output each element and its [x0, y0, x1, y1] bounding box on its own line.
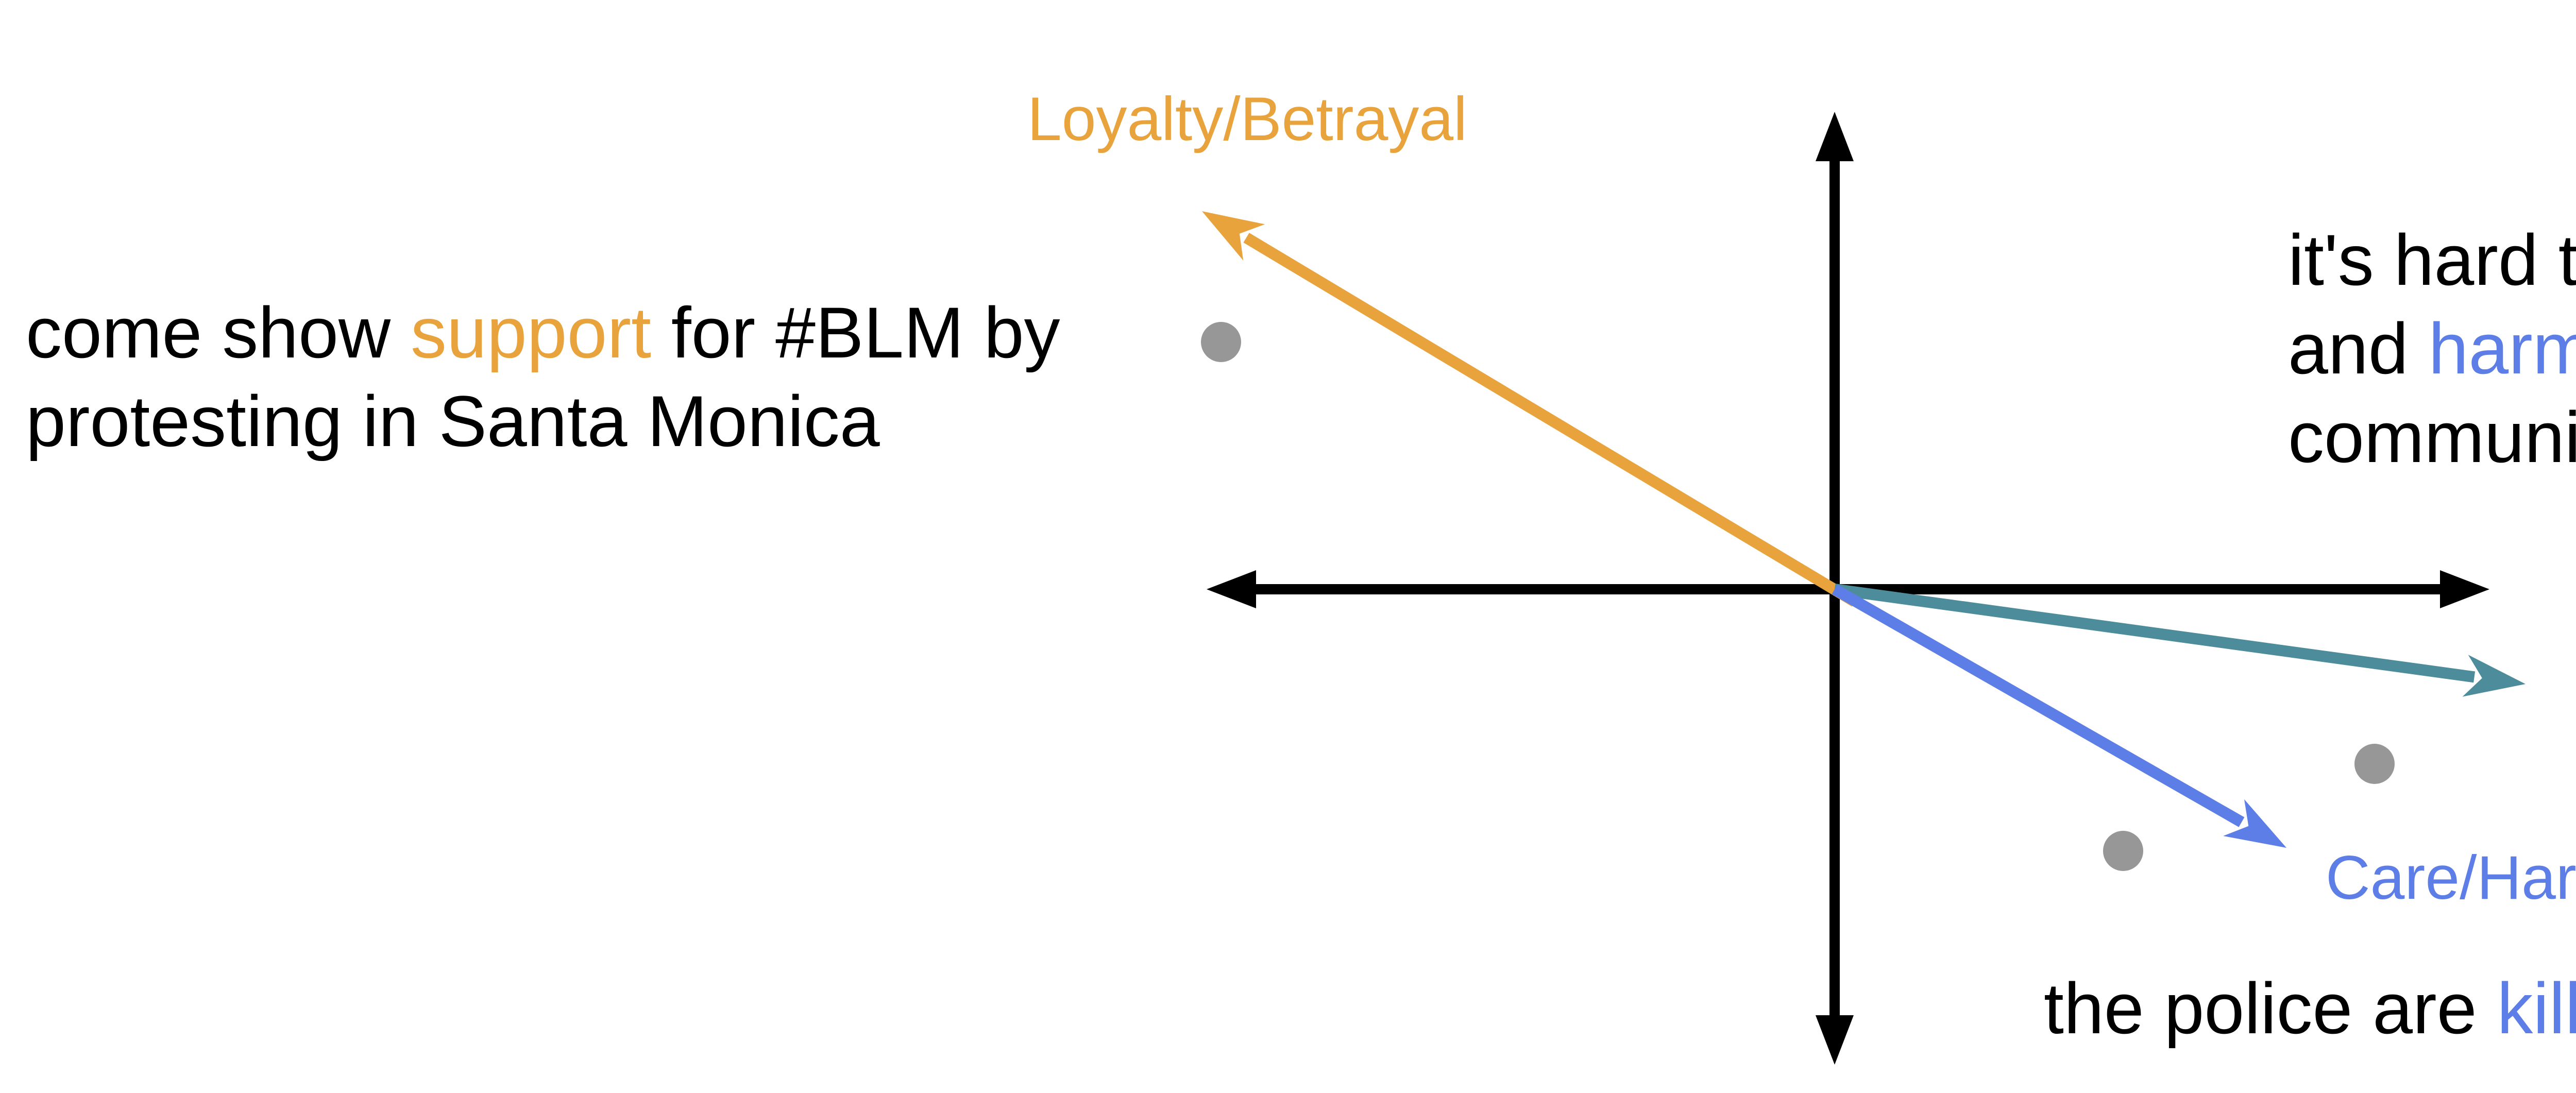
loyalty-betrayal-vector	[1202, 211, 1858, 607]
annotation-tweet-right: it's hard to cope with the injusticeand …	[2288, 216, 2576, 482]
annotation-segment: and	[2288, 308, 2429, 389]
annotation-segment: come show	[26, 292, 411, 373]
label-loyalty-betrayal: Loyalty/Betrayal	[1027, 84, 1467, 153]
label-care-harm: Care/Harm	[2326, 843, 2576, 912]
annotation-segment: it's hard to cope with the	[2288, 219, 2576, 300]
annotation-segment: support	[410, 292, 651, 373]
annotation-segment: killing	[2497, 968, 2576, 1049]
data-point-2	[2103, 831, 2143, 871]
annotation-segment: for #BLM by	[651, 292, 1060, 373]
annotation-segment: protesting in Santa Monica	[26, 381, 880, 462]
care-harm-vector	[1832, 584, 2286, 848]
fairness-injustice-vector	[1834, 584, 2526, 697]
annotation-segment: community	[2288, 397, 2576, 477]
annotation-segment: harm	[2428, 308, 2576, 389]
annotation-segment: the police are	[2044, 968, 2497, 1049]
annotation-tweet-bottom: the police are killing us!	[2044, 964, 2576, 1053]
data-point-1	[1201, 322, 1241, 362]
data-point-3	[2354, 744, 2395, 784]
